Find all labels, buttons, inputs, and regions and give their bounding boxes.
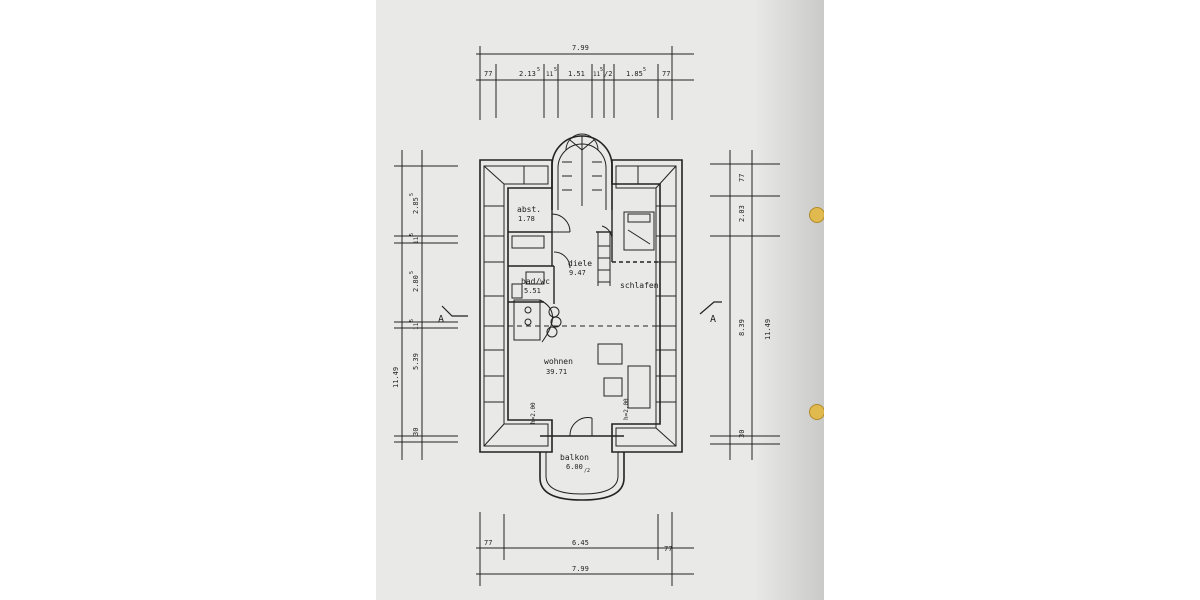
svg-text:77: 77	[662, 70, 670, 78]
room-area-balkon: 6.00	[566, 463, 583, 471]
sink	[525, 271, 545, 285]
stair-run	[597, 232, 611, 286]
bathtub	[511, 235, 545, 249]
punch-hole-upper	[809, 207, 824, 223]
toilet	[511, 283, 523, 299]
svg-text:11: 11	[546, 71, 554, 78]
height-note-left: h=2.00	[530, 402, 537, 424]
dim-bottom-overall: 7.99	[572, 565, 589, 573]
armchair	[597, 343, 623, 365]
floor-plan-drawing: 7.99 77 2.13 5 11 5 1.51 11 5 /2 1.85 5 …	[392, 44, 780, 586]
dim-right-overall: 11.49	[764, 319, 772, 340]
svg-text:5: 5	[643, 67, 646, 73]
plan-sheet: 7.99 77 2.13 5 11 5 1.51 11 5 /2 1.85 5 …	[376, 0, 824, 600]
svg-text:77: 77	[484, 70, 492, 78]
room-name-schlafen: schlafen	[620, 281, 659, 290]
dim-bottom-segment: 6.45	[572, 539, 589, 547]
section-letter-right: A	[710, 314, 716, 325]
room-name-balkon: balkon	[560, 453, 589, 462]
svg-text:5: 5	[600, 67, 603, 73]
svg-text:11: 11	[593, 71, 601, 78]
room-name-wohnen: wohnen	[544, 357, 573, 366]
balcony-door	[569, 417, 593, 437]
svg-text:/2: /2	[604, 70, 612, 78]
svg-text:11: 11	[413, 236, 420, 244]
wall-outer-right	[611, 159, 683, 453]
svg-text:11: 11	[413, 322, 420, 330]
svg-text:2.80: 2.80	[412, 275, 420, 292]
room-name-bad: bad/wc	[521, 277, 550, 286]
svg-text:77: 77	[738, 174, 746, 182]
svg-text:5.39: 5.39	[412, 353, 420, 370]
section-mark-right	[699, 301, 722, 315]
svg-text:5: 5	[409, 271, 415, 274]
room-area-bad: 5.51	[524, 287, 541, 295]
svg-text:5: 5	[409, 233, 415, 236]
bed	[623, 211, 655, 251]
svg-text:5: 5	[409, 193, 415, 196]
svg-text:30: 30	[738, 430, 746, 438]
room-name-diele: diele	[568, 259, 592, 268]
section-letter-left: A	[438, 314, 444, 325]
svg-text:77: 77	[664, 545, 672, 553]
svg-text:77: 77	[484, 539, 492, 547]
balcony-railing	[539, 452, 625, 501]
sofa	[627, 365, 651, 409]
svg-text:5: 5	[409, 319, 415, 322]
wall-outer-left	[479, 159, 553, 453]
spiral-stair	[562, 133, 602, 206]
height-note-right: h=2.00	[623, 398, 630, 420]
coffee-table	[603, 377, 623, 397]
svg-text:2.03: 2.03	[738, 205, 746, 222]
roof-slope-left	[483, 165, 525, 447]
kitchen-counter	[513, 299, 541, 341]
room-name-abst: abst.	[517, 205, 541, 214]
door-schlafen	[601, 225, 613, 239]
dim-top-overall: 7.99	[572, 44, 589, 52]
room-area-diele: 9.47	[569, 269, 586, 277]
svg-text:/2: /2	[584, 468, 590, 474]
svg-text:1.51: 1.51	[568, 70, 585, 78]
section-mark-left	[441, 305, 468, 317]
stove-burner	[524, 306, 532, 314]
svg-text:2.13: 2.13	[519, 70, 536, 78]
svg-text:2.85: 2.85	[412, 197, 420, 214]
door-diele	[553, 251, 571, 269]
roof-slope-right	[637, 165, 677, 447]
svg-text:5: 5	[537, 67, 540, 73]
dim-left-overall: 11.49	[392, 367, 400, 388]
room-area-abst: 1.78	[518, 215, 535, 223]
svg-text:8.39: 8.39	[738, 319, 746, 336]
svg-text:1.85: 1.85	[626, 70, 643, 78]
punch-hole-lower	[809, 404, 824, 420]
svg-text:5: 5	[554, 67, 557, 73]
room-area-wohnen: 39.71	[546, 368, 567, 376]
door-abst	[551, 213, 571, 233]
svg-text:30: 30	[412, 428, 420, 436]
